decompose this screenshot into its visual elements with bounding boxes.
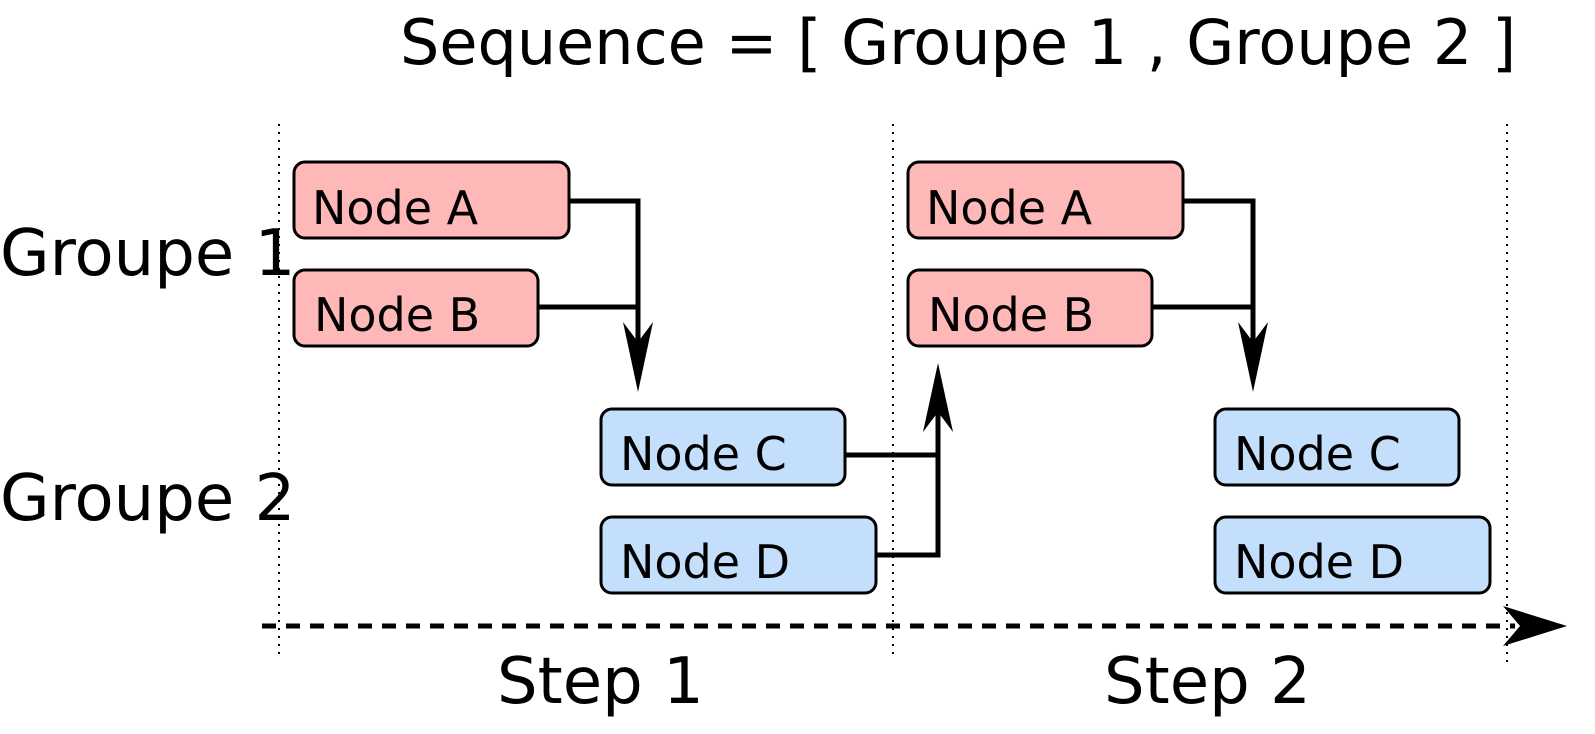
- node-label: Node A: [312, 181, 479, 235]
- step-2-node-a: Node A: [906, 160, 1185, 240]
- arrowhead-to-c-step-2: [1238, 322, 1268, 392]
- arrowhead-to-c-step-1: [623, 322, 653, 392]
- step-1-node-c: Node C: [599, 407, 847, 487]
- group-label-1: Groupe 1: [0, 217, 295, 291]
- step-label-2: Step 2: [1104, 645, 1311, 719]
- timeline-arrowhead: [1503, 606, 1567, 646]
- step-1-node-a: Node A: [292, 160, 571, 240]
- node-label: Node C: [1234, 427, 1401, 481]
- connector-a-to-c-step-1: [569, 198, 641, 352]
- step-1-node-b: Node B: [292, 268, 540, 348]
- group-label-2: Groupe 2: [0, 462, 295, 536]
- node-box: [1213, 515, 1492, 595]
- step-1-node-d: Node D: [599, 515, 878, 595]
- node-box: [1213, 407, 1461, 487]
- node-label: Node D: [1234, 535, 1404, 589]
- node-label: Node B: [928, 288, 1094, 342]
- arrowhead-to-step-2: [923, 363, 953, 432]
- node-label: Node C: [620, 427, 787, 481]
- connector-d-to-step-2: [876, 404, 941, 558]
- node-label: Node D: [620, 535, 790, 589]
- step-label-1: Step 1: [497, 645, 704, 719]
- node-box: [599, 407, 847, 487]
- step-2-node-b: Node B: [906, 268, 1154, 348]
- connector-a-to-c-step-2: [1183, 198, 1256, 352]
- step-2-node-d: Node D: [1213, 515, 1492, 595]
- diagram-title: Sequence = [ Groupe 1 , Groupe 2 ]: [400, 6, 1516, 79]
- step-2-node-c: Node C: [1213, 407, 1461, 487]
- node-label: Node A: [926, 181, 1093, 235]
- node-label: Node B: [314, 288, 480, 342]
